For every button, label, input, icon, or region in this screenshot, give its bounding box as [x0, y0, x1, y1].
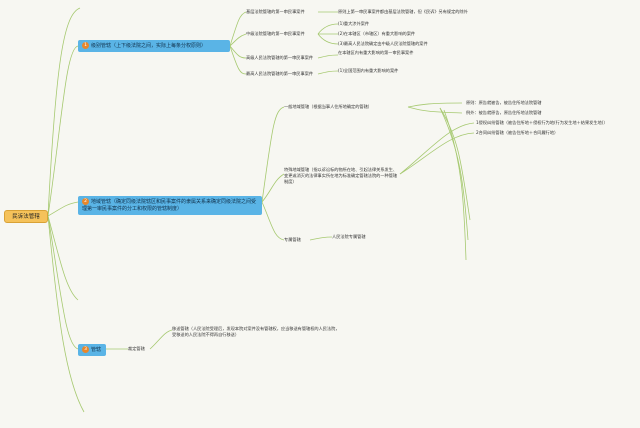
basic-court-note: 原则上第一审民事案件都由基层法院管辖，但《民诉》另有规定的除外 [338, 9, 468, 14]
designated-jurisdiction-note: 移送管辖（人民法院受理后，发现本院对案件没有管辖权，应当移送有管辖权的人民法院，… [172, 326, 340, 337]
exclusive-jurisdiction-node[interactable]: 专属管辖 [284, 237, 301, 242]
branch-label: 级别管辖（上下级法院之间，实际上每条分权原则） [91, 43, 207, 49]
exception-label: 例外：被告就原告，原告住所地法院管辖 [466, 110, 542, 115]
root-node[interactable]: 民诉法管辖 [4, 210, 48, 223]
number-badge: 3 [82, 346, 89, 353]
high-court-node[interactable]: 高级人民法院管辖的第一审民事案件 [246, 55, 314, 60]
contract-dispute-label: 2合同纠纷管辖（被告住所地＋合同履行地） [476, 130, 559, 135]
number-badge: 2 [82, 198, 89, 205]
supreme-court-note: (1)全国范围内有重大影响的案件 [338, 68, 399, 73]
exclusive-jurisdiction-note: 人民法院专属管辖 [332, 234, 366, 239]
intermediate-item-3: (3)最高人民法院确定由中级人民法院管辖的案件 [338, 41, 428, 46]
special-territorial-node[interactable]: 特殊地域管辖（指以诉讼标的物所在地、引起法律关系发生、变更或消灭的法律事实所在地… [284, 167, 398, 184]
intermediate-court-node[interactable]: 中级法院管辖的第一审民事案件 [246, 31, 305, 36]
principle-label: 原则：原告就被告，被告住所地法院管辖 [466, 100, 542, 105]
number-badge: 1 [82, 42, 89, 49]
designated-jurisdiction-node[interactable]: 裁定管辖 [128, 346, 145, 351]
intermediate-item-2: (2)在本辖区（市辖区）有重大影响的案件 [338, 31, 416, 36]
basic-court-node[interactable]: 基层法院管辖的第一审民事案件 [246, 9, 305, 14]
supreme-court-node[interactable]: 最高人民法院管辖的第一审民事案件 [246, 71, 314, 76]
intermediate-item-1: (1)重大涉外案件 [338, 21, 370, 26]
general-territorial-node[interactable]: 一般地域管辖（根据当事人住所地确定的管辖） [284, 104, 372, 109]
branch-label: 管辖 [91, 347, 102, 353]
tort-dispute-label: 1侵权纠纷管辖（被告住所地＋侵权行为地(行为发生地＋结果发生地)） [476, 120, 608, 125]
branch-label: 地域管辖（确定同级法院辖区和民事案件的隶属关系来确定同级法院之间受理第一审民事案… [82, 199, 257, 212]
high-court-note: 在本辖区内有重大影响的第一审民事案件 [338, 50, 414, 55]
